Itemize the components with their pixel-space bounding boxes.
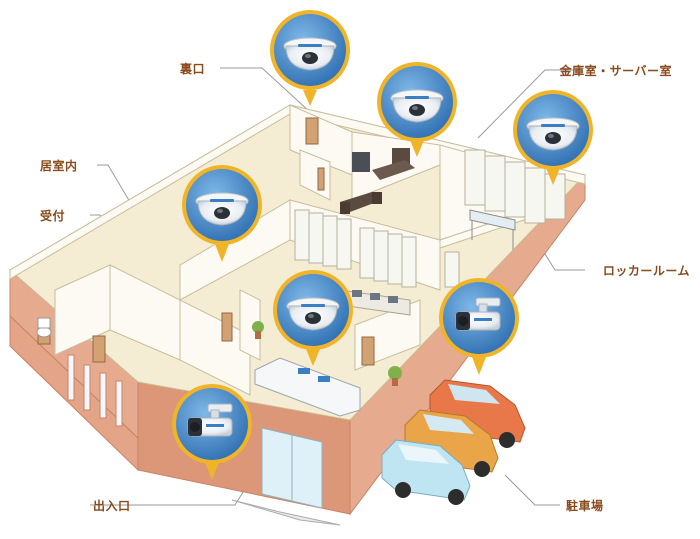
car-blue — [381, 439, 471, 505]
camera-pin-parking[interactable] — [439, 278, 519, 375]
entrance-doors — [231, 427, 341, 526]
label-locker: ロッカールーム — [602, 264, 690, 278]
camera-pin-room[interactable] — [182, 165, 262, 262]
camera-pin-entrance[interactable] — [172, 384, 252, 480]
label-back-door: 裏口 — [180, 62, 206, 76]
camera-pin-reception[interactable] — [273, 270, 353, 366]
label-entrance: 出入口 — [93, 499, 131, 513]
plants — [252, 321, 402, 386]
locker-room-table — [469, 209, 516, 250]
camera-pin-back-door[interactable] — [270, 10, 350, 106]
label-reception: 受付 — [40, 209, 66, 223]
camera-pin-locker[interactable] — [513, 90, 593, 185]
camera-pin-safe-server[interactable] — [377, 62, 457, 157]
lockers — [294, 149, 566, 288]
label-parking: 駐車場 — [566, 499, 604, 513]
safe-room-furniture — [340, 148, 415, 214]
doors — [37, 117, 375, 366]
front-windows — [67, 354, 123, 427]
label-safe-server: 金庫室・サーバー室 — [559, 64, 672, 78]
reception-counter — [254, 357, 361, 417]
toilet — [36, 317, 52, 338]
label-room: 居室内 — [40, 159, 78, 173]
